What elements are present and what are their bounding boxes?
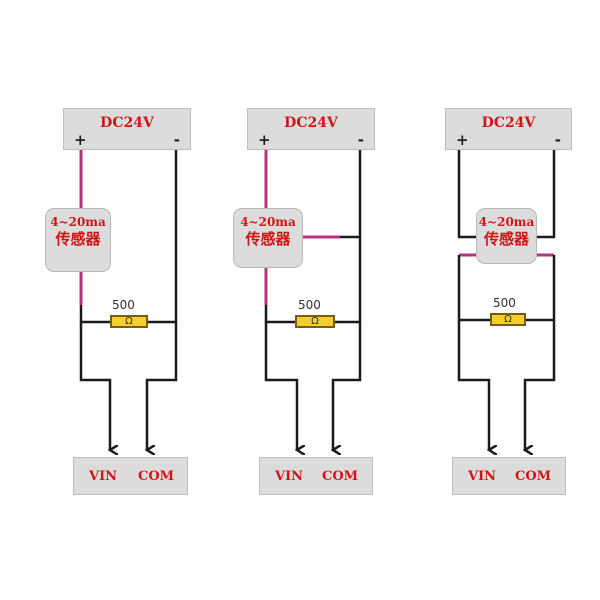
c3-lower-right-wire [525, 255, 556, 322]
circuit-3-wiring [457, 150, 556, 450]
c1-ohm-symbol: Ω [125, 316, 133, 327]
c3-psu-label: DC24V [481, 115, 536, 131]
c2-sensor-name: 传感器 [245, 230, 291, 248]
c3-io-module: VIN COM [452, 457, 566, 495]
c1-psu-label: DC24V [100, 115, 154, 131]
c1-power-supply: DC24V + - [63, 108, 191, 150]
c2-minus-terminal: - [357, 131, 364, 149]
c2-resistor-value: 500 [298, 298, 321, 312]
c2-com-wire [333, 322, 362, 450]
c2-sensor-range: 4~20ma [240, 215, 296, 229]
c2-sensor: 4~20ma 传感器 [233, 208, 303, 268]
c2-io-module: VIN COM [259, 457, 373, 495]
c3-vin-label: VIN [468, 469, 497, 484]
c3-power-supply: DC24V + - [445, 108, 572, 150]
c1-io-module: VIN COM [73, 457, 188, 495]
c1-resistor: Ω [110, 315, 148, 328]
c3-ohm-symbol: Ω [504, 314, 512, 325]
circuit-2-wiring [264, 150, 362, 450]
c1-com-wire [147, 322, 178, 450]
c1-positive-wire [79, 305, 112, 324]
c2-psu-label: DC24V [284, 115, 338, 131]
c2-ohm-symbol: Ω [311, 316, 319, 327]
circuit-1-wiring [79, 150, 178, 450]
c1-sensor-name: 传感器 [55, 230, 101, 248]
c3-com-wire [525, 320, 556, 450]
c1-resistor-value: 500 [112, 298, 135, 312]
c3-sensor: 4~20ma 传感器 [476, 208, 537, 264]
c1-sensor: 4~20ma 传感器 [45, 208, 111, 272]
c3-sensor-range: 4~20ma [478, 215, 535, 229]
c1-com-label: COM [138, 469, 175, 484]
c3-resistor-value: 500 [493, 296, 516, 310]
c2-resistor: Ω [295, 315, 335, 328]
c1-vin-wire [79, 322, 110, 450]
c2-vin-wire [264, 322, 297, 450]
c1-plus-terminal: + [74, 131, 87, 149]
c1-vin-label: VIN [89, 469, 118, 484]
c2-power-supply: DC24V + - [247, 108, 375, 150]
c3-resistor: Ω [490, 313, 526, 326]
c1-minus-terminal: - [173, 131, 180, 149]
c3-plus-terminal: + [456, 131, 469, 149]
c3-vin-wire [457, 320, 489, 450]
c2-positive-wire [264, 305, 297, 324]
c3-minus-terminal: - [554, 131, 561, 149]
c3-sensor-name: 传感器 [483, 230, 529, 248]
c2-com-label: COM [322, 469, 359, 484]
c2-plus-terminal: + [258, 131, 271, 149]
c3-lower-left-wire [457, 255, 490, 322]
c3-negative-wire-top [537, 150, 556, 239]
c2-vin-label: VIN [275, 469, 304, 484]
c3-com-label: COM [515, 469, 552, 484]
c1-negative-wire [147, 150, 178, 324]
c1-sensor-range: 4~20ma [50, 215, 106, 229]
c3-positive-wire-top [457, 150, 476, 239]
